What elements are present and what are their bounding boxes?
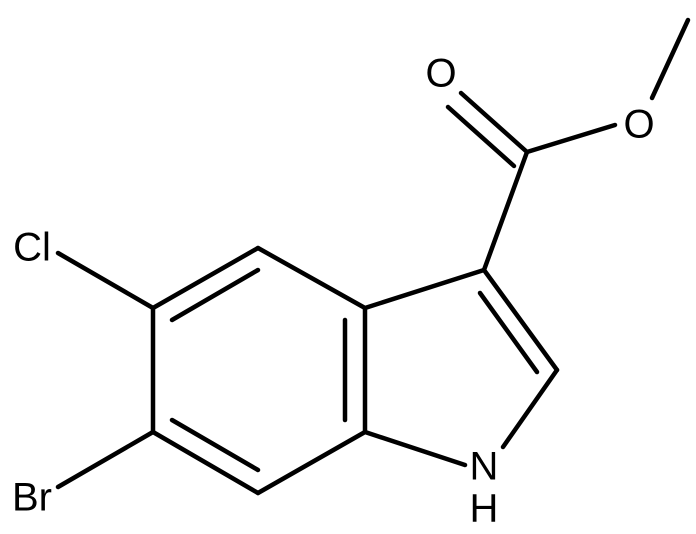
- bond-c6-br: [55, 429, 156, 490]
- bond-c4-c5: [150, 245, 261, 311]
- bond-c3-c2: [481, 267, 560, 373]
- bond-carbonyl-o-double-a: [458, 90, 530, 155]
- bond-c3a-c4: [255, 245, 368, 311]
- bond-c3-carbonyl: [481, 149, 530, 273]
- bromine-label: Br: [12, 476, 52, 520]
- bond-c2-n1: [500, 367, 560, 450]
- bond-c7-c7a: [255, 429, 368, 496]
- bond-c6-c7-inner: [169, 417, 261, 473]
- bond-carbonyl-ester-o: [524, 122, 618, 155]
- ester-oxygen-label: O: [623, 103, 654, 147]
- bond-ester-o-methyl: [649, 17, 691, 101]
- bond-n1-c7a: [362, 429, 468, 468]
- chlorine-label: Cl: [13, 226, 51, 270]
- carbonyl-oxygen-label: O: [425, 52, 456, 96]
- bond-c3-c2-inner: [477, 290, 540, 375]
- bond-carbonyl-o-double-b: [445, 104, 517, 169]
- bond-c6-c7: [150, 429, 261, 496]
- bond-c5-cl: [55, 250, 156, 311]
- nitrogen-label: N: [470, 445, 499, 489]
- bond-c3a-c3: [362, 267, 487, 311]
- hydrogen-label: H: [470, 487, 499, 531]
- bond-c4-c5-inner: [169, 267, 261, 323]
